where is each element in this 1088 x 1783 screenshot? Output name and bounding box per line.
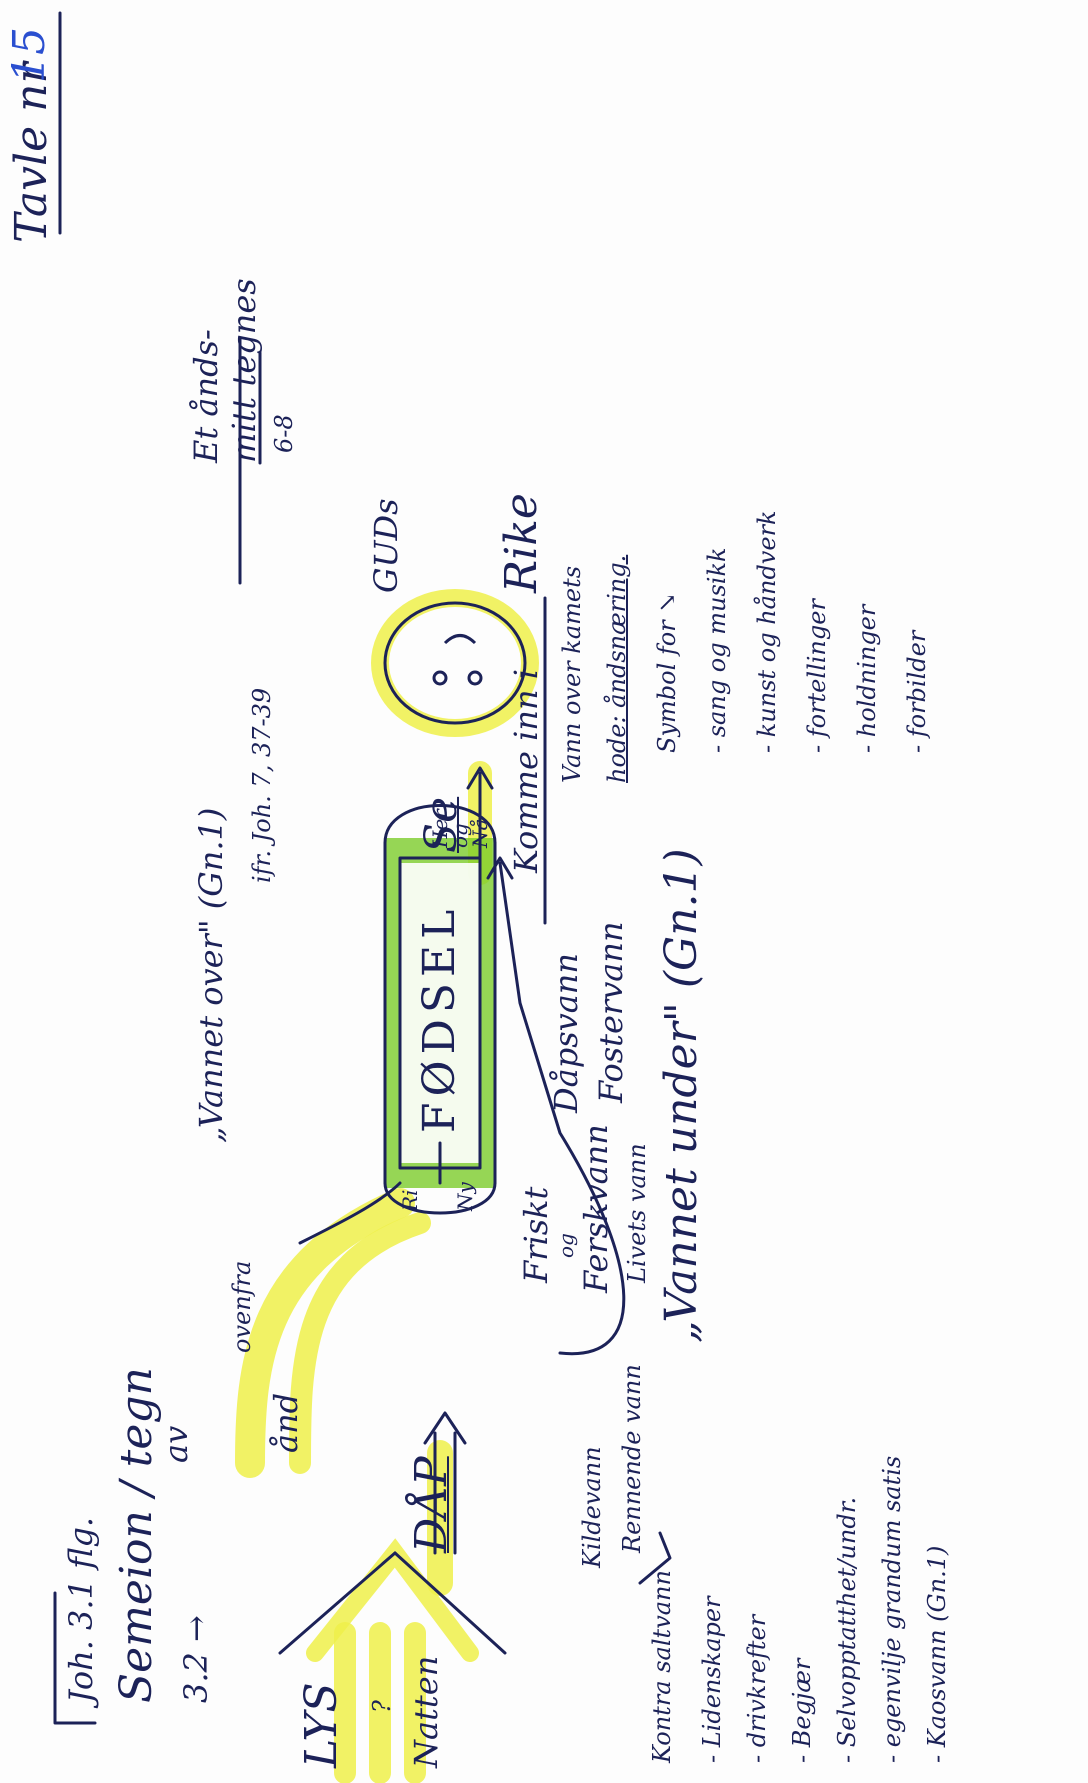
saltvann-item: - Begjær [788, 1658, 816, 1763]
spiritual-item: - fortellinger [803, 599, 831, 753]
spiritual-item: - forbilder [903, 630, 931, 753]
saltvann-bend-arrow [638, 1531, 672, 1585]
gud-face [371, 589, 539, 737]
saltvann-item: - Kaosvann (Gn.1) [923, 1545, 951, 1763]
friskt-label: Friskt [517, 1186, 555, 1283]
dap-branch-upper [278, 1551, 397, 1655]
dap-arrow-head [423, 1411, 467, 1445]
spiritual-line-1: Vann over kamets [558, 565, 586, 783]
yellow-highlights [235, 761, 492, 1783]
spiritual-line-3: Symbol for ↘ [653, 592, 681, 753]
spirit-line-2: mitt tegnes [225, 278, 263, 463]
kingdom-arrow-head [466, 766, 494, 790]
reference-line-1: Joh. 3.1 flg. [62, 1516, 100, 1703]
saltvann-item: - Lidenskaper [698, 1596, 726, 1763]
spirit-line-3: 6-8 [270, 414, 298, 453]
se-label: Se [416, 796, 467, 853]
spiritual-item: - kunst og håndverk [753, 510, 781, 753]
fostervann-label: Fostervann [592, 921, 630, 1103]
dap-label: DÅP [406, 1456, 457, 1553]
gud-face-highlight [371, 589, 539, 737]
av-label: av [157, 1425, 195, 1463]
gud-face-eye-right [467, 670, 483, 686]
kildevann-label: Kildevann [578, 1446, 606, 1568]
lys-label: LYS [296, 1682, 347, 1768]
friskt-og-label: og [554, 1233, 578, 1258]
dap-branch-lower [393, 1551, 507, 1655]
dapsvann-label: Dåpsvann [547, 952, 585, 1113]
board-label: Tavle nr [6, 62, 57, 244]
spiritual-item: - sang og musikk [703, 547, 731, 753]
saltvann-item: - egenvilje grandum satis [878, 1455, 906, 1763]
birth-cap-ny: Ny [453, 1182, 477, 1211]
birth-cap-ri: Ri [398, 1189, 422, 1211]
gud-face-eye-left [432, 670, 448, 686]
board-number: 15 [4, 27, 55, 83]
ink-strokes [53, 11, 672, 1725]
and-label: ånd [267, 1392, 305, 1453]
reference-bracket [53, 1591, 97, 1725]
birth-label: FØDSEL [414, 903, 465, 1133]
saltvann-item: - Selvopptatthet/undr. [833, 1496, 861, 1763]
spirit-line-1: Et ånds- [187, 329, 225, 463]
spiritual-line-2: hode: åndsnæring. [603, 554, 631, 783]
gud-label: GUDs [367, 498, 405, 593]
waters-arrow-head [486, 856, 514, 880]
saltvann-header: Kontra saltvann [648, 1570, 676, 1763]
livets-vann-label: Livets vann [623, 1143, 651, 1283]
natten-label: Natten [407, 1655, 445, 1768]
highlight-ovenfra-arm [235, 1188, 415, 1478]
gud-face-mouth [443, 634, 477, 645]
highlight-ovenfra-arm-2 [289, 1212, 431, 1474]
birth-box-inner [400, 863, 480, 1163]
gud-face-outline [383, 601, 527, 725]
waters-loop [498, 861, 626, 1356]
ferskvann-label: Ferskvann [577, 1124, 615, 1293]
birth-capsule-left [383, 1181, 497, 1215]
ovenfra-label: ovenfra [228, 1260, 256, 1353]
spiritual-item: - holdninger [853, 604, 881, 753]
reference-line-2: Semeion / tegn [111, 1367, 162, 1703]
vannet-over-ref: ifr. Joh. 7, 37-39 [248, 687, 276, 883]
ovenfra-arrow [298, 1181, 402, 1245]
komme-inn-label: Komme inn i [507, 669, 545, 873]
saltvann-item: - drivkrefter [743, 1614, 771, 1763]
vannet-over-label: „Vannet over" (Gn.1) [192, 807, 230, 1143]
lys-og-label: ? [368, 1700, 396, 1713]
vannet-under-label: „Vannet under" (Gn.1) [656, 848, 707, 1343]
birth-capsule-right [383, 804, 497, 845]
rike-label: Rike [496, 493, 547, 593]
rennende-vann-label: Rennende vann [618, 1364, 646, 1553]
reference-line-3: 3.2 → [177, 1615, 215, 1703]
